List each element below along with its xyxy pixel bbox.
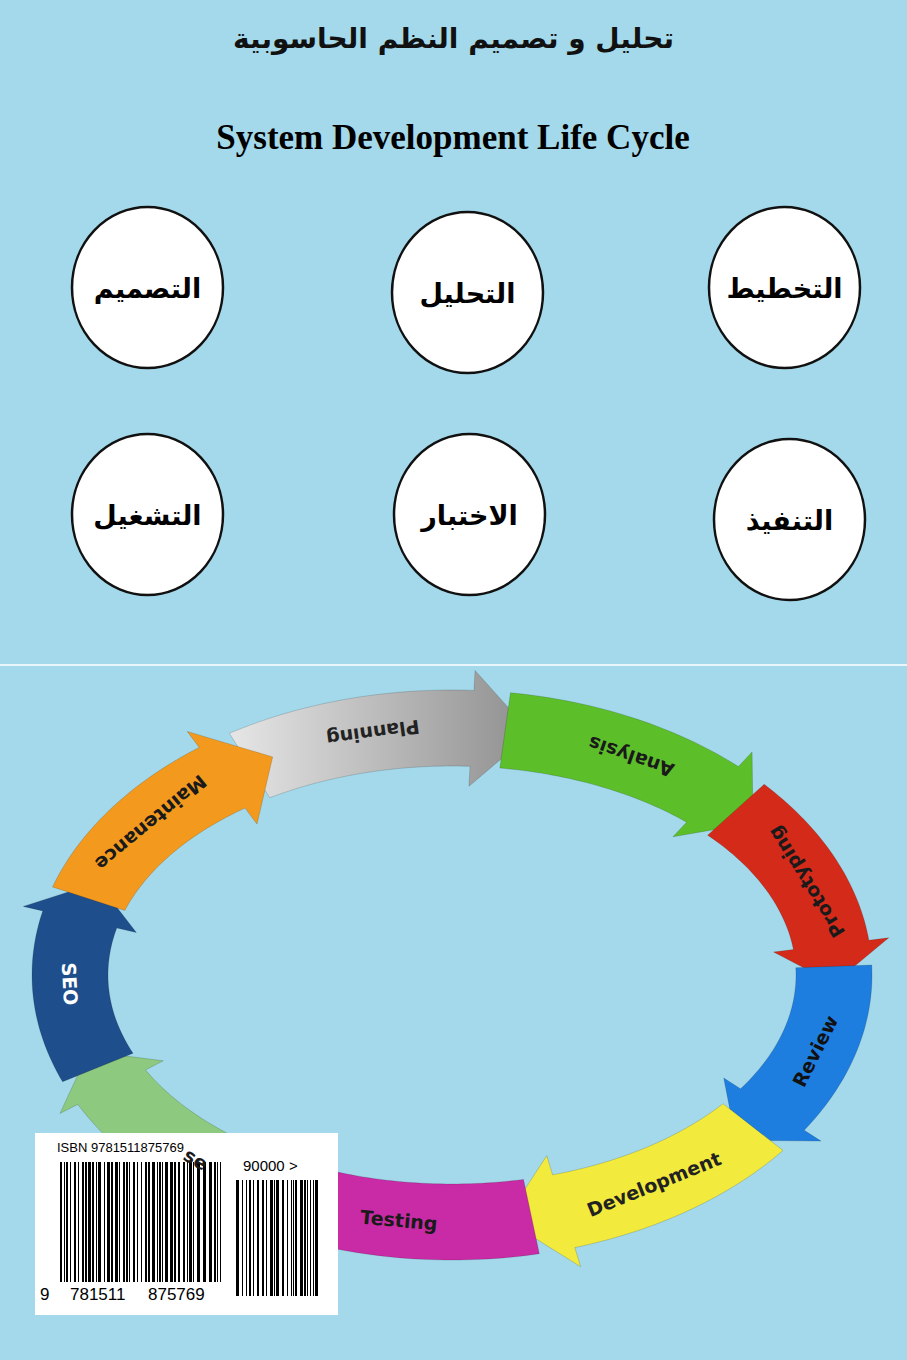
- phase-circle: التنفيذ: [712, 437, 867, 602]
- stage-label: Review: [788, 1012, 842, 1091]
- cycle-stage: Analysis: [586, 732, 677, 782]
- stage-label: Development: [584, 1148, 724, 1222]
- cycle-stage: se: [180, 1143, 212, 1174]
- cycle-stage: Prototyping: [763, 823, 849, 943]
- cycle-stage: Testing: [359, 1205, 438, 1234]
- stage-label: SEO: [58, 962, 82, 1006]
- stage-label: Analysis: [586, 732, 677, 782]
- isbn-text: ISBN 9781511875769: [57, 1140, 184, 1155]
- cycle-arrow: [53, 731, 273, 910]
- stage-label: Maintenance: [91, 771, 211, 876]
- phase-circle: الاختبار: [392, 432, 547, 597]
- cycle-arrow: [724, 965, 872, 1141]
- stage-label: Planning: [325, 716, 421, 751]
- cycle-stage: Review: [788, 1012, 842, 1091]
- divider-line: [0, 664, 907, 666]
- barcode-panel: [35, 1133, 338, 1315]
- barcode-bars: [60, 1162, 318, 1296]
- stage-label: Testing: [359, 1205, 438, 1234]
- cycle-stage: Maintenance: [91, 771, 211, 876]
- cycle-arrow: [708, 784, 889, 983]
- price-code: 90000 >: [243, 1157, 298, 1174]
- cover-title: تحليل و تصميم النظم الحاسوبية: [0, 22, 907, 55]
- barcode-digits: 875769: [148, 1285, 205, 1305]
- barcode-digits: 781511: [70, 1285, 125, 1305]
- cycle-stage: SEO: [58, 962, 82, 1006]
- phase-label: التحليل: [390, 277, 545, 308]
- phase-circle: التشغيل: [70, 432, 225, 597]
- phase-label: التصميم: [70, 272, 225, 303]
- stage-label: Prototyping: [763, 823, 849, 943]
- subtitle: System Development Life Cycle: [216, 118, 689, 158]
- cycle-arrow: [505, 1104, 783, 1267]
- phase-label: الاختبار: [392, 499, 547, 530]
- phase-label: التشغيل: [70, 499, 225, 530]
- phase-circle: التصميم: [70, 205, 225, 370]
- cycle-stage: Development: [584, 1148, 724, 1222]
- cycle-arrow: [23, 882, 136, 1081]
- stage-label: se: [180, 1143, 212, 1174]
- cycle-arrow: [500, 693, 753, 837]
- phase-label: التنفيذ: [712, 504, 867, 535]
- barcode-digit: 9: [40, 1285, 49, 1305]
- phase-label: التخطيط: [707, 272, 862, 303]
- cycle-arrow: [229, 670, 531, 797]
- phase-circle: التخطيط: [707, 205, 862, 370]
- phase-circle: التحليل: [390, 210, 545, 375]
- cycle-stage: Planning: [325, 716, 421, 751]
